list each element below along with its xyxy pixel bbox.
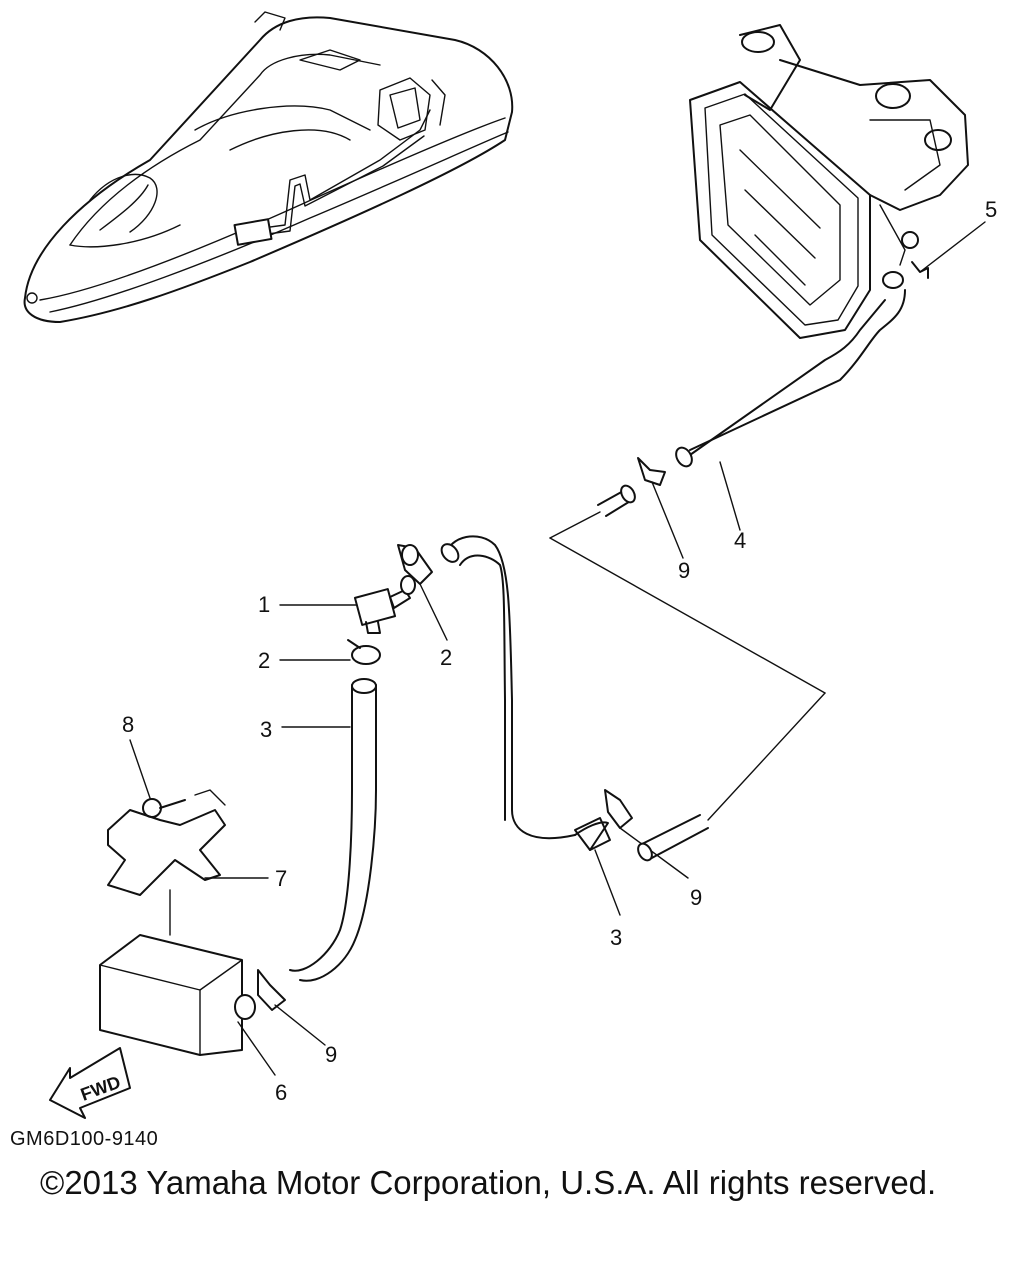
callout-4: 4: [734, 528, 746, 553]
callout-9-middle: 9: [690, 885, 702, 910]
callout-9-lower: 9: [325, 1042, 337, 1067]
clamp-5: [882, 221, 986, 289]
callout-9-upper: 9: [678, 558, 690, 583]
hose-connector-upper: [549, 484, 826, 694]
hose-4: [675, 289, 906, 468]
clamp-9-lower: [257, 969, 326, 1046]
hose-3-left: [281, 678, 377, 982]
part-1-fitting: [279, 575, 416, 634]
box-6: [99, 889, 276, 1076]
copyright-notice: ©2013 Yamaha Motor Corporation, U.S.A. A…: [40, 1164, 937, 1201]
bracket-7: [107, 789, 269, 896]
clamp-2-left: [279, 639, 381, 665]
callout-5: 5: [985, 197, 997, 222]
fwd-arrow-icon: FWD: [49, 1047, 131, 1119]
callout-1: 1: [258, 592, 270, 617]
screw-8: [129, 739, 186, 818]
clamp-9-middle: [604, 692, 826, 879]
clamp-2-right: [397, 544, 448, 641]
diagram-code: GM6D100-9140: [10, 1128, 159, 1150]
callout-7: 7: [275, 866, 287, 891]
hose-3-right: [574, 817, 621, 916]
callout-8: 8: [122, 712, 134, 737]
callout-2-right: 2: [440, 645, 452, 670]
callout-3-left: 3: [260, 717, 272, 742]
hose-center: [440, 535, 609, 851]
callout-6: 6: [275, 1080, 287, 1105]
callout-3-right: 3: [610, 925, 622, 950]
clamp-9-upper: [637, 457, 684, 559]
jet-pump-housing-illustration: [689, 24, 969, 339]
callout-2-left: 2: [258, 648, 270, 673]
watercraft-hull-illustration: [23, 11, 514, 323]
